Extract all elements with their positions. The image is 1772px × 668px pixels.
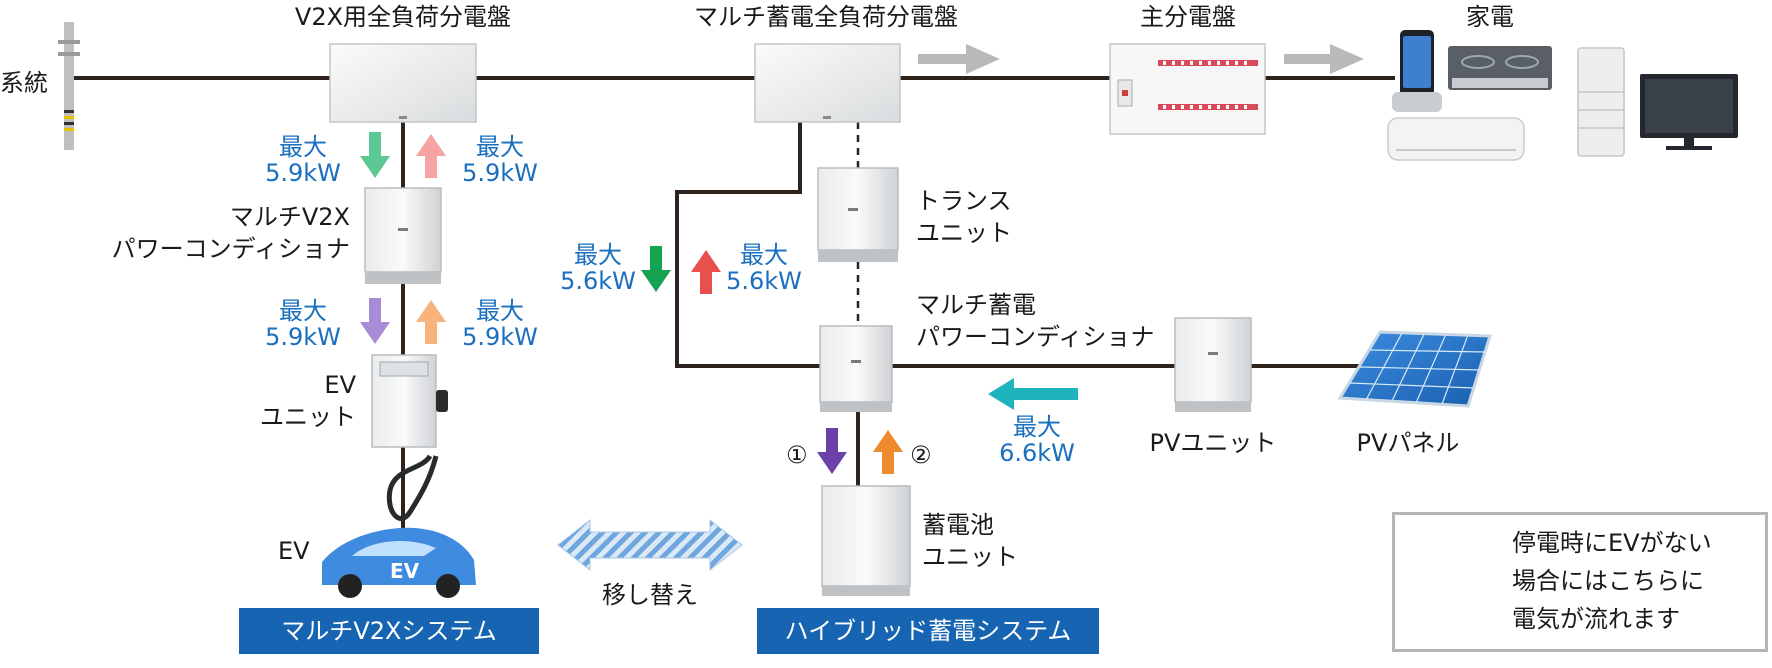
hybrid-up-max: 最大 (740, 241, 788, 269)
hybrid-up-arrow-icon (691, 250, 721, 294)
hybrid-down-max: 最大 (574, 241, 622, 269)
main-distribution-panel-icon (1109, 43, 1266, 135)
pv-panel-icon (1337, 330, 1493, 408)
ev-down-max: 最大 (279, 297, 327, 325)
v2x-distribution-panel-icon (329, 43, 477, 123)
battery-charge-arrow-icon (817, 428, 847, 474)
ev-unit-label-line1: EV (324, 371, 356, 399)
battery-label-line1: 蓄電池 (922, 511, 994, 539)
v2x-pcs-label-line2: パワーコンディショナ (111, 235, 350, 263)
pv-max: 最大 (1013, 413, 1061, 441)
battery-charge-marker: ① (786, 441, 808, 469)
legend-box (1392, 512, 1768, 652)
hybrid-down-arrow-icon (641, 246, 671, 292)
v2x-panel-label: V2X用全負荷分電盤 (294, 3, 512, 31)
pv-unit-label: PVユニット (1149, 429, 1277, 457)
multi-panel-label: マルチ蓄電全負荷分電盤 (694, 3, 958, 31)
multi-v2x-power-conditioner-icon (364, 187, 442, 284)
refrigerator-icon (1577, 47, 1625, 157)
hybrid-pcs-label-line2: パワーコンディショナ (916, 323, 1155, 351)
ev-badge: EV (390, 559, 420, 583)
v2x-panel-down-rating: 5.9kW (265, 159, 341, 187)
ev-up-rating: 5.9kW (462, 323, 538, 351)
battery-unit-icon (821, 485, 911, 596)
legend-text-line3: 電気が流れます (1512, 605, 1680, 633)
air-conditioner-icon (1387, 117, 1525, 161)
v2x-panel-up-rating: 5.9kW (462, 159, 538, 187)
induction-cooktop-icon (1448, 46, 1552, 90)
grid-label: 系統 (0, 69, 48, 97)
hybrid-pcs-label-line1: マルチ蓄電 (916, 291, 1036, 319)
multi-v2x-system-label: マルチV2Xシステム (239, 608, 539, 654)
legend-text-line1: 停電時にEVがない (1512, 529, 1712, 557)
v2x-panel-up-max: 最大 (476, 133, 524, 161)
flow-arrow-to-appliances-icon (1284, 44, 1364, 74)
flow-arrow-to-main-panel-icon (918, 44, 1000, 74)
battery-discharge-marker: ② (910, 441, 932, 469)
battery-discharge-arrow-icon (873, 430, 903, 474)
smartphone-icon (1392, 30, 1442, 112)
appliances-label: 家電 (1466, 3, 1514, 31)
ev-unit-label-line2: ユニット (260, 403, 356, 431)
main-panel-label: 主分電盤 (1140, 3, 1236, 31)
ev-down-rating: 5.9kW (265, 323, 341, 351)
v2x-pcs-label-line1: マルチV2X (229, 203, 350, 231)
v2x-panel-down-max: 最大 (279, 133, 327, 161)
v2x-panel-down-arrow-icon (360, 132, 390, 178)
battery-label-line2: ユニット (922, 543, 1018, 571)
v2x-panel-up-arrow-icon (416, 134, 446, 178)
transformer-label-line1: トランス (916, 187, 1012, 215)
transformer-unit-icon (817, 167, 899, 262)
multi-storage-distribution-panel-icon (754, 43, 901, 123)
ev-up-max: 最大 (476, 297, 524, 325)
hybrid-system-label: ハイブリッド蓄電システム (757, 608, 1099, 654)
hybrid-bypass-wire (675, 122, 820, 368)
ev-car-icon (322, 527, 476, 598)
utility-pole-icon (58, 22, 80, 150)
legend-text-line2: 場合にはこちらに (1512, 567, 1704, 595)
ev-label: EV (278, 537, 310, 565)
ev-up-arrow-icon (416, 300, 446, 344)
transfer-double-arrow-icon (557, 518, 743, 572)
pv-unit-icon (1174, 317, 1252, 412)
hybrid-down-rating: 5.6kW (560, 267, 636, 295)
pv-rating: 6.6kW (999, 439, 1075, 467)
television-icon (1640, 74, 1738, 150)
pv-panel-label: PVパネル (1356, 429, 1460, 457)
ev-unit-icon (371, 354, 448, 521)
transformer-label-line2: ユニット (916, 219, 1012, 247)
ev-down-arrow-icon (360, 298, 390, 344)
transfer-label: 移し替え (602, 581, 698, 609)
multi-storage-power-conditioner-icon (819, 325, 893, 412)
pv-flow-arrow-icon (988, 378, 1078, 410)
hybrid-up-rating: 5.6kW (726, 267, 802, 295)
